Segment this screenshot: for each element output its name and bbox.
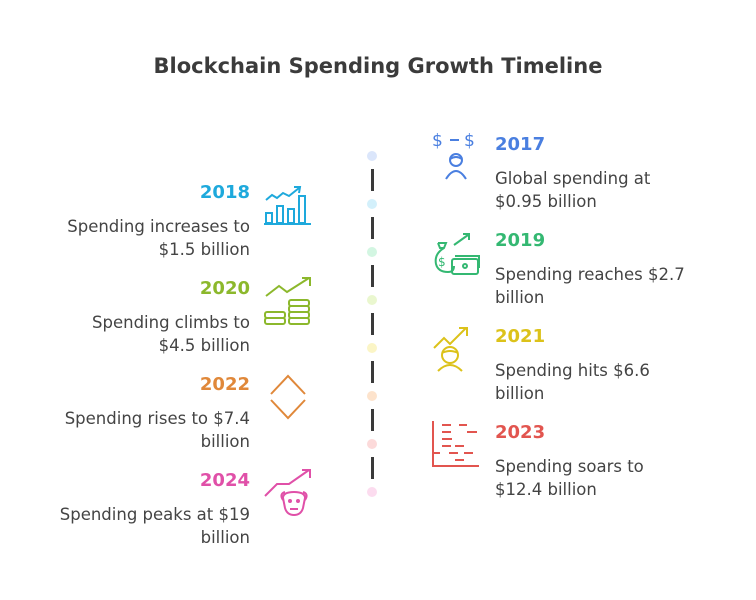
event-description: Global spending at$0.95 billion bbox=[495, 169, 651, 211]
event-description: Spending climbs to$4.5 billion bbox=[92, 313, 250, 355]
event-year: 2018 bbox=[199, 182, 250, 203]
event-2017: 2017 Global spending at$0.95 billion bbox=[495, 131, 735, 213]
timeline-connector bbox=[371, 169, 374, 191]
timeline-dot bbox=[367, 391, 377, 401]
bull-growth-icon bbox=[264, 469, 311, 517]
timeline-dot bbox=[367, 343, 377, 353]
money-bag-growth-icon: $ bbox=[434, 233, 480, 275]
timeline-connector bbox=[371, 409, 374, 431]
timeline-dot bbox=[367, 439, 377, 449]
event-description: Spending soars to$12.4 billion bbox=[495, 457, 644, 499]
event-2018: 2018 Spending increases to$1.5 billion bbox=[20, 179, 250, 261]
event-description: Spending increases to$1.5 billion bbox=[67, 217, 250, 259]
person-growth-icon bbox=[433, 327, 468, 372]
timeline-connector bbox=[371, 457, 374, 479]
event-2020: 2020 Spending climbs to$4.5 billion bbox=[20, 275, 250, 357]
page-title: Blockchain Spending Growth Timeline bbox=[153, 54, 603, 78]
dollar-person-icon: $ $ bbox=[432, 131, 475, 180]
svg-text:$: $ bbox=[464, 131, 475, 151]
timeline-connector bbox=[371, 265, 374, 287]
event-2023: 2023 Spending soars to$12.4 billion bbox=[495, 419, 735, 501]
dashed-chart-icon bbox=[432, 421, 479, 467]
event-year: 2021 bbox=[495, 326, 546, 347]
event-year: 2023 bbox=[495, 422, 546, 443]
event-year: 2017 bbox=[495, 134, 546, 155]
timeline-dot bbox=[367, 247, 377, 257]
timeline-connector bbox=[371, 313, 374, 335]
timeline-connector bbox=[371, 217, 374, 239]
svg-text:$: $ bbox=[432, 131, 443, 151]
timeline-dot bbox=[367, 487, 377, 497]
event-year: 2019 bbox=[495, 230, 546, 251]
timeline-dot bbox=[367, 199, 377, 209]
timeline-dot bbox=[367, 151, 377, 161]
bar-chart-growth-icon bbox=[264, 186, 311, 225]
diamond-chevrons-icon bbox=[270, 374, 306, 420]
timeline-connector bbox=[371, 361, 374, 383]
event-year: 2022 bbox=[199, 374, 250, 395]
coin-stacks-growth-icon bbox=[264, 277, 311, 325]
event-year: 2024 bbox=[199, 470, 250, 491]
svg-text:$: $ bbox=[438, 255, 446, 269]
event-year: 2020 bbox=[199, 278, 250, 299]
timeline-dot bbox=[367, 295, 377, 305]
